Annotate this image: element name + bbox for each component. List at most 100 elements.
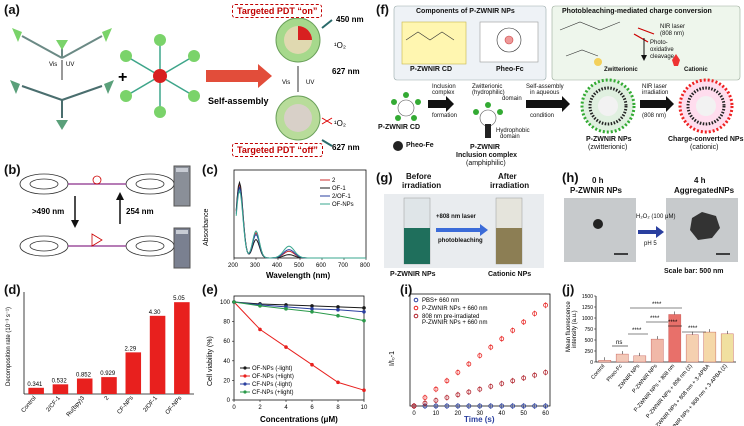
chart-j-bar — [703, 331, 717, 363]
tem-image-0h — [564, 198, 636, 262]
panel-b: (b) >490 nm 254 nm — [0, 162, 200, 282]
chart-e-xtick-label: 8 — [336, 405, 340, 411]
nir-irr-1: NIR laser — [642, 84, 668, 90]
oxidative-label: oxidative — [650, 47, 674, 53]
charge-converted-np — [678, 78, 734, 134]
arrow-right-label: 254 nm — [126, 207, 154, 216]
chart-i-point — [543, 302, 549, 308]
wl-627-top: 627 nm — [332, 67, 360, 76]
chart-i-xtick-label: 10 — [433, 411, 440, 417]
chart-e-point — [284, 345, 288, 349]
uv-label-2: UV — [306, 80, 314, 86]
left-caption: P-ZWNIR NPs — [390, 271, 436, 278]
chart-i-point — [444, 395, 450, 400]
inclusion-label-1: Inclusion — [432, 84, 456, 90]
chart-j-ylabel-1: Mean fluorescence — [566, 301, 572, 352]
svg-text:+: + — [118, 69, 127, 86]
svg-text:P-ZWNIR NPs + 660 nm: P-ZWNIR NPs + 660 nm — [422, 306, 488, 312]
chart-d-category-label: Ru(bpy)3 — [66, 395, 87, 418]
chart-i-xtick-label: 60 — [542, 411, 549, 417]
chart-i-point — [466, 361, 472, 367]
chart-i-point — [532, 372, 538, 378]
vial-photo-bottom — [173, 227, 191, 269]
chart-c-xtick-label: 600 — [316, 263, 327, 269]
panel-b-svg: >490 nm 254 nm — [19, 165, 191, 269]
chart-d-bar — [76, 378, 93, 394]
aggregate-shape — [690, 212, 720, 240]
chart-i-point — [543, 403, 549, 409]
chart-d-value-label: 0.341 — [27, 382, 43, 388]
vis-label-1: Vis — [49, 62, 57, 68]
chart-j-ytick-label: 1000 — [582, 316, 593, 322]
chart-d-bar — [28, 387, 44, 394]
panel-h: (h) 0 h P-ZWNIR NPs 4 h AggregatedNPs H₂… — [556, 170, 744, 282]
before-label-2: irradiation — [402, 181, 442, 190]
before-label-1: Before — [406, 172, 432, 181]
chart-e-series-line — [233, 301, 365, 391]
inclusion-amph-2: (amphiphilic) — [466, 160, 506, 167]
self-assembly-label: Self-assembly — [208, 96, 269, 106]
laser-arrow — [436, 224, 488, 236]
chart-e-point — [362, 310, 366, 314]
sig-1: **** — [632, 328, 642, 334]
chart-i-point — [455, 392, 461, 398]
chart-j-bar — [720, 333, 734, 363]
chart-d-value-label: 2.29 — [125, 346, 137, 352]
chart-i-xlabel: Time (s) — [464, 415, 495, 424]
chart-i-point — [455, 370, 461, 375]
svg-text:CF-NPs (+light): CF-NPs (+light) — [252, 390, 294, 396]
tripod-molecule-left-2 — [10, 80, 114, 130]
chart-j-bar — [668, 314, 682, 363]
chart-c-curves — [235, 180, 366, 259]
chart-i-point — [532, 403, 538, 409]
chart-e: Cell viability (%) Concentrations (μM) 0… — [207, 295, 368, 424]
pzwnir-inclusion-complex — [473, 102, 503, 138]
chart-d-category-label: CF-NPs — [117, 395, 135, 415]
panel-label-a: (a) — [4, 2, 20, 17]
chart-e-point — [362, 318, 366, 323]
laser-label-1: +808 nm laser — [436, 214, 476, 220]
chart-j-ytick-label: 1250 — [582, 305, 593, 311]
chart-e-series-line — [233, 301, 365, 313]
chart-i-point — [521, 319, 527, 325]
panel-label-g: (g) — [376, 170, 393, 185]
pzwnir-cd-label-2: P-ZWNIR CD — [378, 124, 420, 131]
np-zw-2: (zwitterionic) — [588, 144, 628, 151]
panel-a: (a) Vis UV + — [0, 0, 372, 162]
panel-label-j: (j) — [562, 282, 575, 297]
components-title: Components of P-ZWNIR NPs — [416, 8, 515, 15]
chart-e-point — [258, 327, 262, 332]
chart-j-bar — [650, 338, 664, 363]
panel-label-b: (b) — [4, 162, 21, 177]
chart-d-value-label: 0.852 — [76, 373, 92, 379]
chart-d-category-label: 2/CF-1 — [46, 395, 63, 413]
np-zw-1: P-ZWNIR NPs — [586, 136, 632, 143]
svg-text:OF-1: OF-1 — [332, 186, 346, 192]
panel-label-c: (c) — [202, 162, 218, 177]
chart-e-point — [284, 307, 288, 311]
sig-2: **** — [650, 316, 660, 322]
chart-i-legend: PBS+ 660 nm P-ZWNIR NPs + 660 nm 808 nm … — [413, 297, 488, 326]
chart-i-points — [411, 302, 549, 409]
chart-d: Decomposition rate (10⁻³ s⁻¹) 0.3410.532… — [6, 292, 194, 418]
chart-j-bar — [615, 353, 629, 363]
np-cat-2: (cationic) — [690, 144, 719, 151]
chart-j-ytick-label: 250 — [585, 349, 594, 355]
chart-e-point — [232, 300, 236, 304]
svg-text:CF-NPs (-light): CF-NPs (-light) — [252, 382, 292, 388]
panel-j: (j) Mean fluorescence intensity (a.u.) 0… — [556, 282, 744, 426]
panel-label-e: (e) — [202, 282, 218, 297]
zw-domain-2: (hydrophilic) — [472, 90, 505, 96]
panel-label-f: (f) — [376, 2, 389, 17]
chart-e-point — [362, 306, 366, 310]
chart-d-category-label: OF-NPs — [165, 395, 184, 415]
cationic-label: Cationic — [684, 67, 708, 73]
panel-g: (g) Before irradiation After irradiation… — [376, 170, 552, 282]
photo-label: Photo- — [650, 40, 668, 46]
chart-d-value-label: 0.532 — [52, 378, 68, 384]
chart-d-category-label: Control — [21, 395, 38, 414]
pzwnir-cd-label: P-ZWNIR CD — [410, 66, 452, 73]
pdt-on-label: Targeted PDT “on” — [232, 4, 323, 18]
svg-text:OF-NPs (-light): OF-NPs (-light) — [252, 366, 292, 372]
